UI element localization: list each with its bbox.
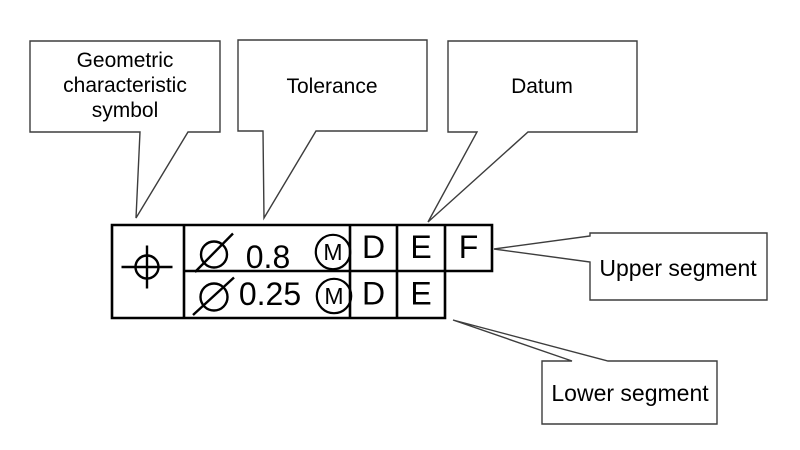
datum-letter-lower-1: D bbox=[362, 276, 385, 312]
mmc-letter-upper: M bbox=[323, 239, 342, 265]
diameter-circle-lower bbox=[199, 282, 229, 312]
callout-datum: Datum bbox=[427, 40, 638, 223]
tolerance-value-lower: 0.25 bbox=[239, 276, 301, 312]
diameter-symbol-icon-upper bbox=[194, 232, 234, 273]
datum-letter-upper-3: F bbox=[459, 229, 479, 265]
frame-cell-dividers bbox=[182, 225, 447, 318]
mmc-modifier-icon-upper: M bbox=[314, 233, 352, 271]
mmc-letter-lower: M bbox=[324, 283, 343, 309]
frame-lower-row: 0.25 M D E bbox=[192, 276, 432, 316]
tolerance-value-upper: 0.8 bbox=[246, 239, 290, 275]
callout-label-upper-segment: Upper segment bbox=[599, 255, 757, 281]
callout-box-lower-segment bbox=[452, 319, 718, 425]
callout-label-lower-segment: Lower segment bbox=[551, 380, 709, 406]
callout-upper-segment: Upper segment bbox=[493, 232, 768, 301]
callout-box-geometric bbox=[29, 40, 221, 219]
diameter-symbol-icon-lower bbox=[192, 276, 235, 316]
datum-letter-upper-1: D bbox=[362, 229, 385, 265]
callout-label-geometric-line1: Geometric bbox=[77, 49, 174, 72]
callout-label-tolerance: Tolerance bbox=[286, 75, 377, 98]
mmc-circle-lower bbox=[315, 277, 353, 315]
callout-box-upper-segment bbox=[493, 232, 768, 301]
datum-letter-lower-2: E bbox=[410, 276, 431, 312]
mmc-circle-upper bbox=[314, 233, 352, 271]
callout-tolerance: Tolerance bbox=[237, 39, 428, 221]
callout-lower-segment: Lower segment bbox=[452, 319, 718, 425]
frame-upper-row: 0.8 M D E F bbox=[194, 229, 479, 275]
position-symbol-icon bbox=[121, 245, 173, 289]
mmc-modifier-icon-lower: M bbox=[315, 277, 353, 315]
callout-label-geometric-line2: characteristic bbox=[63, 74, 187, 97]
diameter-slash-upper bbox=[194, 232, 234, 273]
callout-label-datum: Datum bbox=[511, 75, 573, 98]
callout-label-geometric-line3: symbol bbox=[92, 99, 159, 122]
callout-geometric-characteristic-symbol: Geometric characteristic symbol bbox=[29, 40, 221, 219]
diameter-slash-lower bbox=[192, 276, 235, 316]
callout-box-tolerance bbox=[237, 39, 428, 221]
callout-box-datum bbox=[427, 40, 638, 223]
diameter-circle-upper bbox=[199, 240, 229, 269]
datum-letter-upper-2: E bbox=[410, 229, 431, 265]
feature-control-frame: 0.8 M D E F 0.25 M D bbox=[110, 223, 494, 320]
